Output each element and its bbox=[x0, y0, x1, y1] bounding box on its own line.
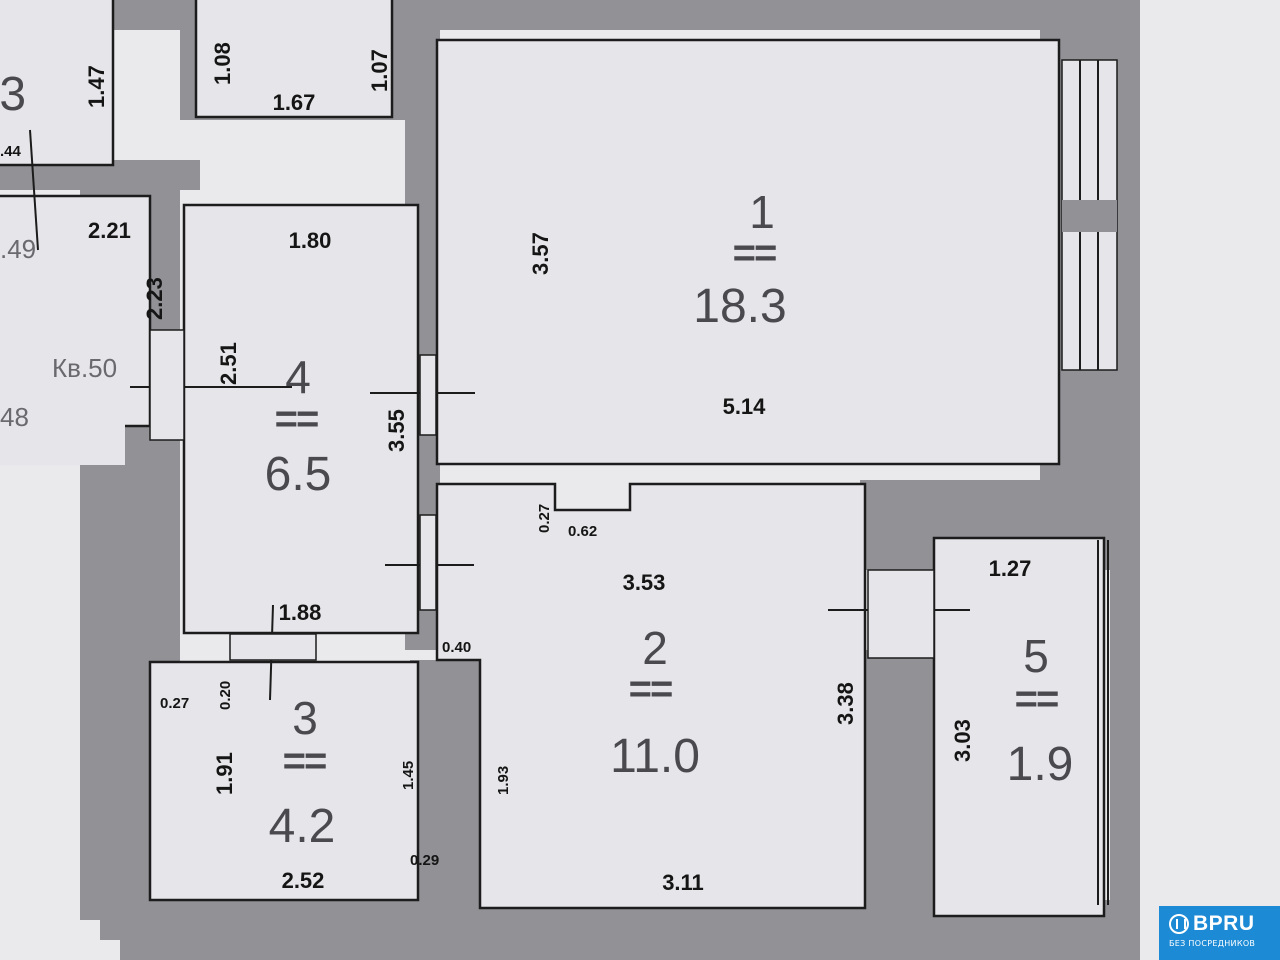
room-2-number: 2 bbox=[642, 622, 668, 674]
door-lines bbox=[29, 129, 970, 701]
room-1-area: 18.3 bbox=[693, 280, 786, 333]
top-fragment-dim-147: 1.47 bbox=[84, 65, 109, 108]
room-3-left-dim: 1.91 bbox=[212, 752, 237, 795]
room-3-number: 3 bbox=[292, 692, 318, 744]
room-3-bottom-dim: 2.52 bbox=[282, 868, 325, 893]
partial-area-48: 48 bbox=[0, 402, 29, 432]
room-5-area: 1.9 bbox=[1007, 738, 1074, 791]
room-4-bottom-dim: 1.88 bbox=[279, 600, 322, 625]
room-4-separator: == bbox=[275, 397, 318, 441]
room-2-right-dim: 3.38 bbox=[833, 682, 858, 725]
room-4-number: 4 bbox=[285, 351, 311, 403]
room-1 bbox=[435, 38, 1061, 466]
room-4-area: 6.5 bbox=[265, 448, 332, 501]
bpru-logo-icon bbox=[1169, 914, 1189, 934]
room-1-height-dim: 3.57 bbox=[528, 232, 553, 275]
room-2-area: 11.0 bbox=[610, 730, 700, 783]
room-5-number: 5 bbox=[1023, 630, 1049, 682]
top-fragment-dim-44: .44 bbox=[0, 143, 22, 160]
room-3-right-dim: 1.45 bbox=[400, 761, 417, 790]
room-5-separator: == bbox=[1015, 677, 1058, 721]
corridor-height-dim: 2.23 bbox=[142, 277, 167, 320]
room-2-niche-width-dim: 0.62 bbox=[568, 523, 597, 540]
apartment-label: Кв.50 bbox=[52, 353, 117, 383]
top-room-fragment-middle bbox=[194, 0, 394, 119]
partial-area-49: .49 bbox=[0, 234, 36, 264]
room-3-separator: == bbox=[283, 739, 326, 783]
bpru-watermark: BPRU БЕЗ ПОСРЕДНИКОВ bbox=[1159, 906, 1280, 960]
room-3-area: 4.2 bbox=[269, 800, 336, 853]
room-2-niche-depth-dim: 0.27 bbox=[536, 504, 553, 533]
room-3-bottom-corner-dim: 0.29 bbox=[410, 852, 439, 869]
top-room-fragment-left bbox=[0, 0, 115, 167]
room-5-left-dim: 3.03 bbox=[950, 719, 975, 762]
room-3-corner-dim-b: 0.20 bbox=[217, 681, 234, 710]
room-3 bbox=[148, 660, 420, 902]
room-1-width-dim: 5.14 bbox=[723, 394, 767, 419]
top-fragment-dim-108: 1.08 bbox=[210, 42, 235, 85]
room-3-corner-dim-a: 0.27 bbox=[160, 695, 189, 712]
top-fragment-partial-area: .3 bbox=[0, 68, 26, 121]
room-1-separator: == bbox=[733, 231, 776, 275]
room-4-left-dim: 2.51 bbox=[216, 342, 241, 385]
room-2-separator: == bbox=[629, 667, 672, 711]
room-2-left-dim: 1.93 bbox=[495, 766, 512, 795]
room-2-bottom-dim: 3.11 bbox=[662, 870, 704, 895]
corridor-width-dim: 2.21 bbox=[88, 218, 131, 243]
bpru-tagline: БЕЗ ПОСРЕДНИКОВ bbox=[1169, 939, 1256, 948]
room-4 bbox=[182, 203, 420, 635]
room-5-top-dim: 1.27 bbox=[989, 556, 1032, 581]
room-2-top-dim: 3.53 bbox=[623, 570, 666, 595]
bpru-brand: BPRU bbox=[1193, 912, 1255, 935]
top-fragment-dim-167: 1.67 bbox=[273, 90, 316, 115]
room-4-top-dim: 1.80 bbox=[289, 228, 332, 253]
room-2-corner-dim: 0.40 bbox=[442, 639, 471, 656]
window-room-5 bbox=[1097, 540, 1109, 905]
room-4-right-dim: 3.55 bbox=[384, 409, 409, 452]
left-apartment-lower bbox=[0, 335, 125, 465]
room-2 bbox=[435, 482, 867, 910]
room-1-number: 1 bbox=[749, 186, 775, 238]
window-room-1 bbox=[1061, 59, 1118, 371]
top-fragment-dim-107: 1.07 bbox=[367, 49, 392, 92]
room-5 bbox=[932, 536, 1106, 918]
